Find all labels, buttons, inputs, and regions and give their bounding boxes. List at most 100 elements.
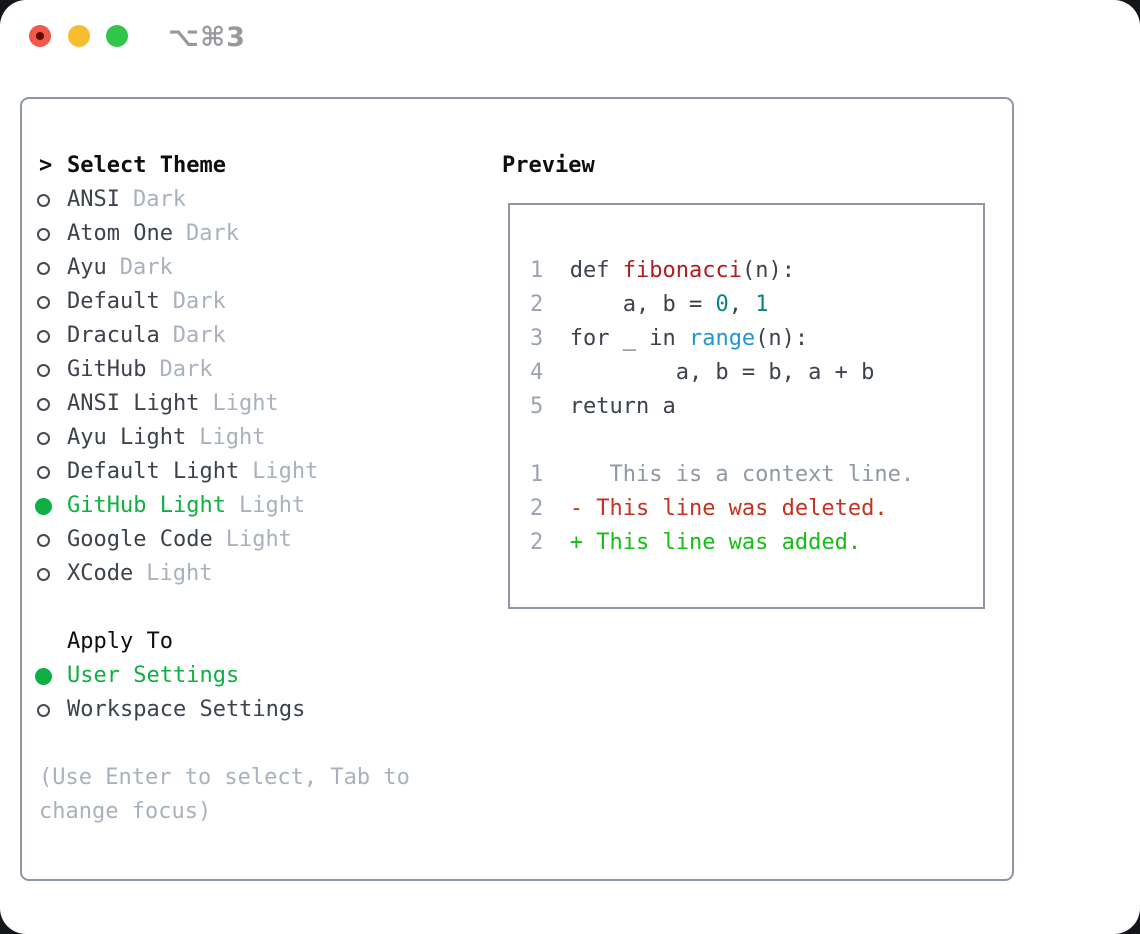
theme-variant-tag: Dark [172, 323, 226, 348]
selected-radio-icon [35, 489, 67, 523]
hint-line: change focus) [39, 799, 212, 824]
preview-code-line: 1 This is a context line. [530, 458, 983, 492]
radio-icon [35, 693, 67, 727]
theme-variant-tag: Light [238, 493, 306, 518]
theme-option[interactable]: Default Light Light [35, 455, 490, 489]
theme-option[interactable]: Dracula Dark [35, 319, 490, 353]
apply-to-title: Apply To [67, 629, 173, 654]
preview-code-line: 2 + This line was added. [530, 526, 983, 560]
line-number: 3 [530, 326, 544, 351]
prompt-marker-icon: > [39, 153, 53, 178]
radio-icon [35, 421, 67, 455]
theme-variant-tag: Dark [172, 289, 226, 314]
option-label: GitHub [67, 357, 147, 382]
option-label: Ayu [67, 255, 107, 280]
apply-to-option[interactable]: User Settings [35, 659, 490, 693]
code-segment-txt: , [728, 292, 756, 317]
radio-icon [35, 285, 67, 319]
preview-code-line [530, 424, 983, 458]
close-button[interactable] [29, 25, 51, 47]
code-segment-num: 1 [755, 292, 769, 317]
apply-to-title-row: Apply To [35, 625, 490, 659]
option-label: ANSI [67, 187, 120, 212]
theme-option[interactable]: ANSI Dark [35, 183, 490, 217]
hint-line: (Use Enter to select, Tab to [39, 765, 410, 790]
code-segment-txt: return a [543, 394, 676, 419]
line-number: 1 [530, 258, 544, 283]
code-segment-txt: def [543, 258, 623, 283]
option-label: Dracula [67, 323, 160, 348]
spacer [35, 727, 490, 761]
code-segment-del: - This line was deleted. [543, 496, 888, 521]
theme-variant-tag: Dark [185, 221, 239, 246]
option-label: GitHub Light [67, 493, 226, 518]
code-segment-txt: a, b = b, a + b [543, 360, 875, 385]
preview-section: Preview 1 def fibonacci(n):2 a, b = 0, 1… [502, 149, 1007, 609]
preview-code-line: 4 a, b = b, a + b [530, 356, 983, 390]
preview-code-line: 5 return a [530, 390, 983, 424]
code-segment-txt: for _ in [543, 326, 689, 351]
radio-icon [35, 183, 67, 217]
radio-icon [35, 251, 67, 285]
theme-picker-title-row: > Select Theme [35, 149, 490, 183]
preview-code-line: 2 - This line was deleted. [530, 492, 983, 526]
theme-variant-tag: Light [146, 561, 213, 586]
option-label: Atom One [67, 221, 173, 246]
option-label: ANSI Light [67, 391, 200, 416]
line-number: 2 [530, 530, 544, 555]
theme-option[interactable]: GitHub Light Light [35, 489, 490, 523]
code-segment-txt: (n): [741, 258, 795, 283]
radio-icon [35, 557, 67, 591]
theme-variant-tag: Dark [159, 357, 213, 382]
window-titlebar: ⌥⌘3 [0, 0, 1140, 72]
theme-option[interactable]: GitHub Dark [35, 353, 490, 387]
theme-picker-title: Select Theme [67, 153, 226, 178]
apply-to-indent [35, 625, 67, 659]
line-number: 5 [530, 394, 544, 419]
theme-option[interactable]: Atom One Dark [35, 217, 490, 251]
theme-variant-tag: Light [252, 459, 319, 484]
window-shortcut-label: ⌥⌘3 [168, 22, 246, 53]
zoom-button[interactable] [106, 25, 128, 47]
code-segment-txt: (n): [755, 326, 809, 351]
radio-icon [35, 387, 67, 421]
option-label: Default [67, 289, 160, 314]
code-segment-blt: range [688, 326, 756, 351]
line-number: 1 [530, 462, 544, 487]
theme-variant-tag: Dark [132, 187, 186, 212]
theme-option[interactable]: Google Code Light [35, 523, 490, 557]
radio-icon [35, 319, 67, 353]
code-segment-ctx: This is a context line. [543, 462, 915, 487]
preview-code-line: 1 def fibonacci(n): [530, 254, 983, 288]
option-label: Google Code [67, 527, 213, 552]
option-label: Default Light [67, 459, 240, 484]
radio-icon [35, 523, 67, 557]
spacer [35, 591, 490, 625]
keyboard-hint: (Use Enter to select, Tab to change focus… [35, 761, 490, 829]
option-label: Workspace Settings [67, 697, 306, 722]
radio-icon [35, 217, 67, 251]
theme-option[interactable]: Default Dark [35, 285, 490, 319]
apply-to-option[interactable]: Workspace Settings [35, 693, 490, 727]
code-segment-txt: a, b = [543, 292, 716, 317]
theme-option[interactable]: Ayu Light Light [35, 421, 490, 455]
selected-radio-icon [35, 659, 67, 693]
option-label: User Settings [67, 663, 240, 688]
theme-variant-tag: Light [225, 527, 292, 552]
theme-option[interactable]: Ayu Dark [35, 251, 490, 285]
option-label: Ayu Light [67, 425, 187, 450]
preview-code-line: 3 for _ in range(n): [530, 322, 983, 356]
code-segment-num: 0 [715, 292, 729, 317]
minimize-button[interactable] [68, 25, 90, 47]
theme-variant-tag: Light [199, 425, 266, 450]
code-segment-func: fibonacci [622, 258, 742, 283]
theme-variant-tag: Dark [119, 255, 173, 280]
